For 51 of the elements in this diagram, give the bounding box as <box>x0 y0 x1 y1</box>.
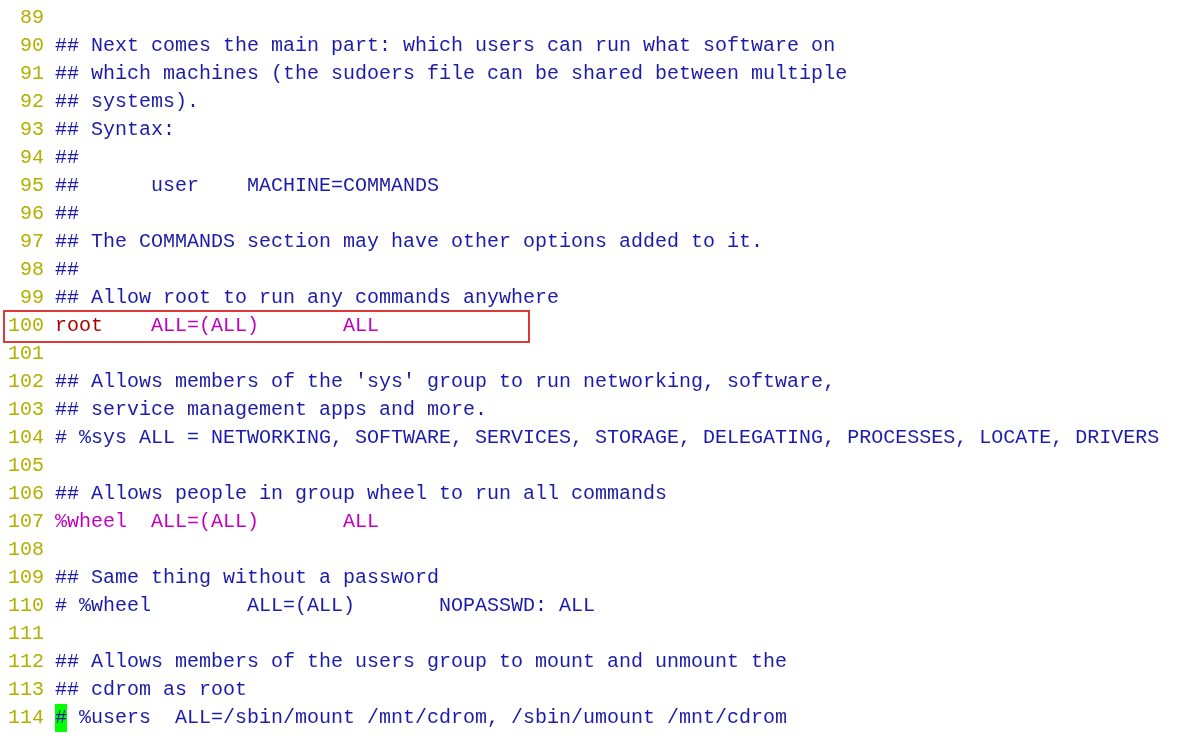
line-number: 101 <box>8 341 44 367</box>
code-comment: ## user MACHINE=COMMANDS <box>55 173 440 199</box>
host-spec: ALL=(ALL) <box>151 313 260 339</box>
code-comment: ## <box>55 145 79 171</box>
line-number: 105 <box>8 453 44 479</box>
line-number: 114 <box>8 705 44 731</box>
code-comment: ## service management apps and more. <box>55 397 488 423</box>
code-comment: ## Next comes the main part: which users can run what software on <box>55 33 836 59</box>
code-comment: ## The COMMANDS section may have other options added to it. <box>55 229 764 255</box>
code-comment: ## Allows people in group wheel to run all commands <box>55 481 668 507</box>
line-number: 95 <box>19 173 44 199</box>
code-comment: ## Allows members of the 'sys' group to run networking, software, <box>55 369 836 395</box>
cursor-character: # <box>55 704 67 732</box>
line-number: 111 <box>8 621 44 647</box>
line-number: 108 <box>8 537 44 563</box>
code-comment: ## <box>55 257 79 283</box>
line-number: 102 <box>8 369 44 395</box>
command-spec: ALL <box>343 313 379 339</box>
highlight-box <box>3 310 530 343</box>
code-comment: ## <box>55 201 79 227</box>
line-number: 104 <box>8 425 44 451</box>
line-number: 100 <box>8 313 44 339</box>
line-number: 90 <box>19 33 44 59</box>
line-number: 107 <box>8 509 44 535</box>
code-comment: ## systems). <box>55 89 200 115</box>
line-number: 113 <box>8 677 44 703</box>
code-comment: %users ALL=/sbin/mount /mnt/cdrom, /sbin/umount /mnt/cdrom <box>79 705 788 731</box>
line-number: 89 <box>19 5 44 31</box>
user-name: root <box>55 313 103 339</box>
line-number: 103 <box>8 397 44 423</box>
line-number: 106 <box>8 481 44 507</box>
code-comment: ## cdrom as root <box>55 677 248 703</box>
code-comment: # %wheel ALL=(ALL) NOPASSWD: ALL <box>55 593 596 619</box>
line-number: 94 <box>19 145 44 171</box>
line-number: 91 <box>19 61 44 87</box>
code-comment: ## Syntax: <box>55 117 176 143</box>
line-number: 97 <box>19 229 44 255</box>
line-number: 96 <box>19 201 44 227</box>
code-comment: ## Same thing without a password <box>55 565 440 591</box>
code-comment: ## Allows members of the users group to mount and unmount the <box>55 649 788 675</box>
code-comment: ## which machines (the sudoers file can be shared between multiple <box>55 61 848 87</box>
line-number: 93 <box>19 117 44 143</box>
line-number: 110 <box>8 593 44 619</box>
line-number: 92 <box>19 89 44 115</box>
code-comment: ## Allow root to run any commands anywhere <box>55 285 560 311</box>
line-number: 99 <box>19 285 44 311</box>
code-comment: # %sys ALL = NETWORKING, SOFTWARE, SERVICES, STORAGE, DELEGATING, PROCESSES, LOCATE, DRIVERS <box>55 425 1160 451</box>
code-line: %wheel ALL=(ALL) ALL <box>55 509 380 535</box>
line-number: 109 <box>8 565 44 591</box>
line-number: 112 <box>8 649 44 675</box>
line-number: 98 <box>19 257 44 283</box>
